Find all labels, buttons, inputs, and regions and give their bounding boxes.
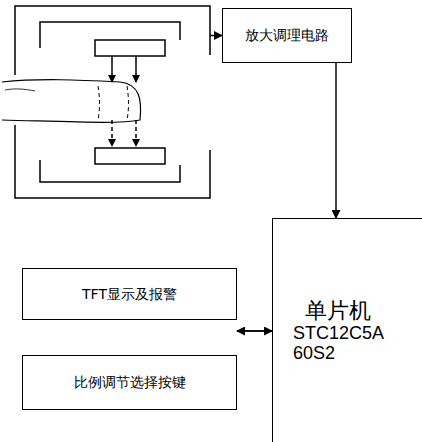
process-box: 比例调节选择按键 xyxy=(22,355,237,410)
box-label: 放大调理电路 xyxy=(245,27,329,44)
connector-arrow xyxy=(237,330,272,332)
connector-arrow xyxy=(335,63,337,218)
box-label: 比例调节选择按键 xyxy=(74,374,186,391)
mcu-box: 单片机STC12C5A 60S2 xyxy=(272,218,422,442)
signal-arrow xyxy=(210,35,222,37)
process-box: TFT显示及报警 xyxy=(22,268,237,320)
box-label: STC12C5A 60S2 xyxy=(293,324,383,364)
box-label: TFT显示及报警 xyxy=(82,286,177,303)
process-box: 放大调理电路 xyxy=(222,8,352,63)
connector-arrow xyxy=(237,330,272,332)
box-label: 单片机 xyxy=(305,298,371,324)
